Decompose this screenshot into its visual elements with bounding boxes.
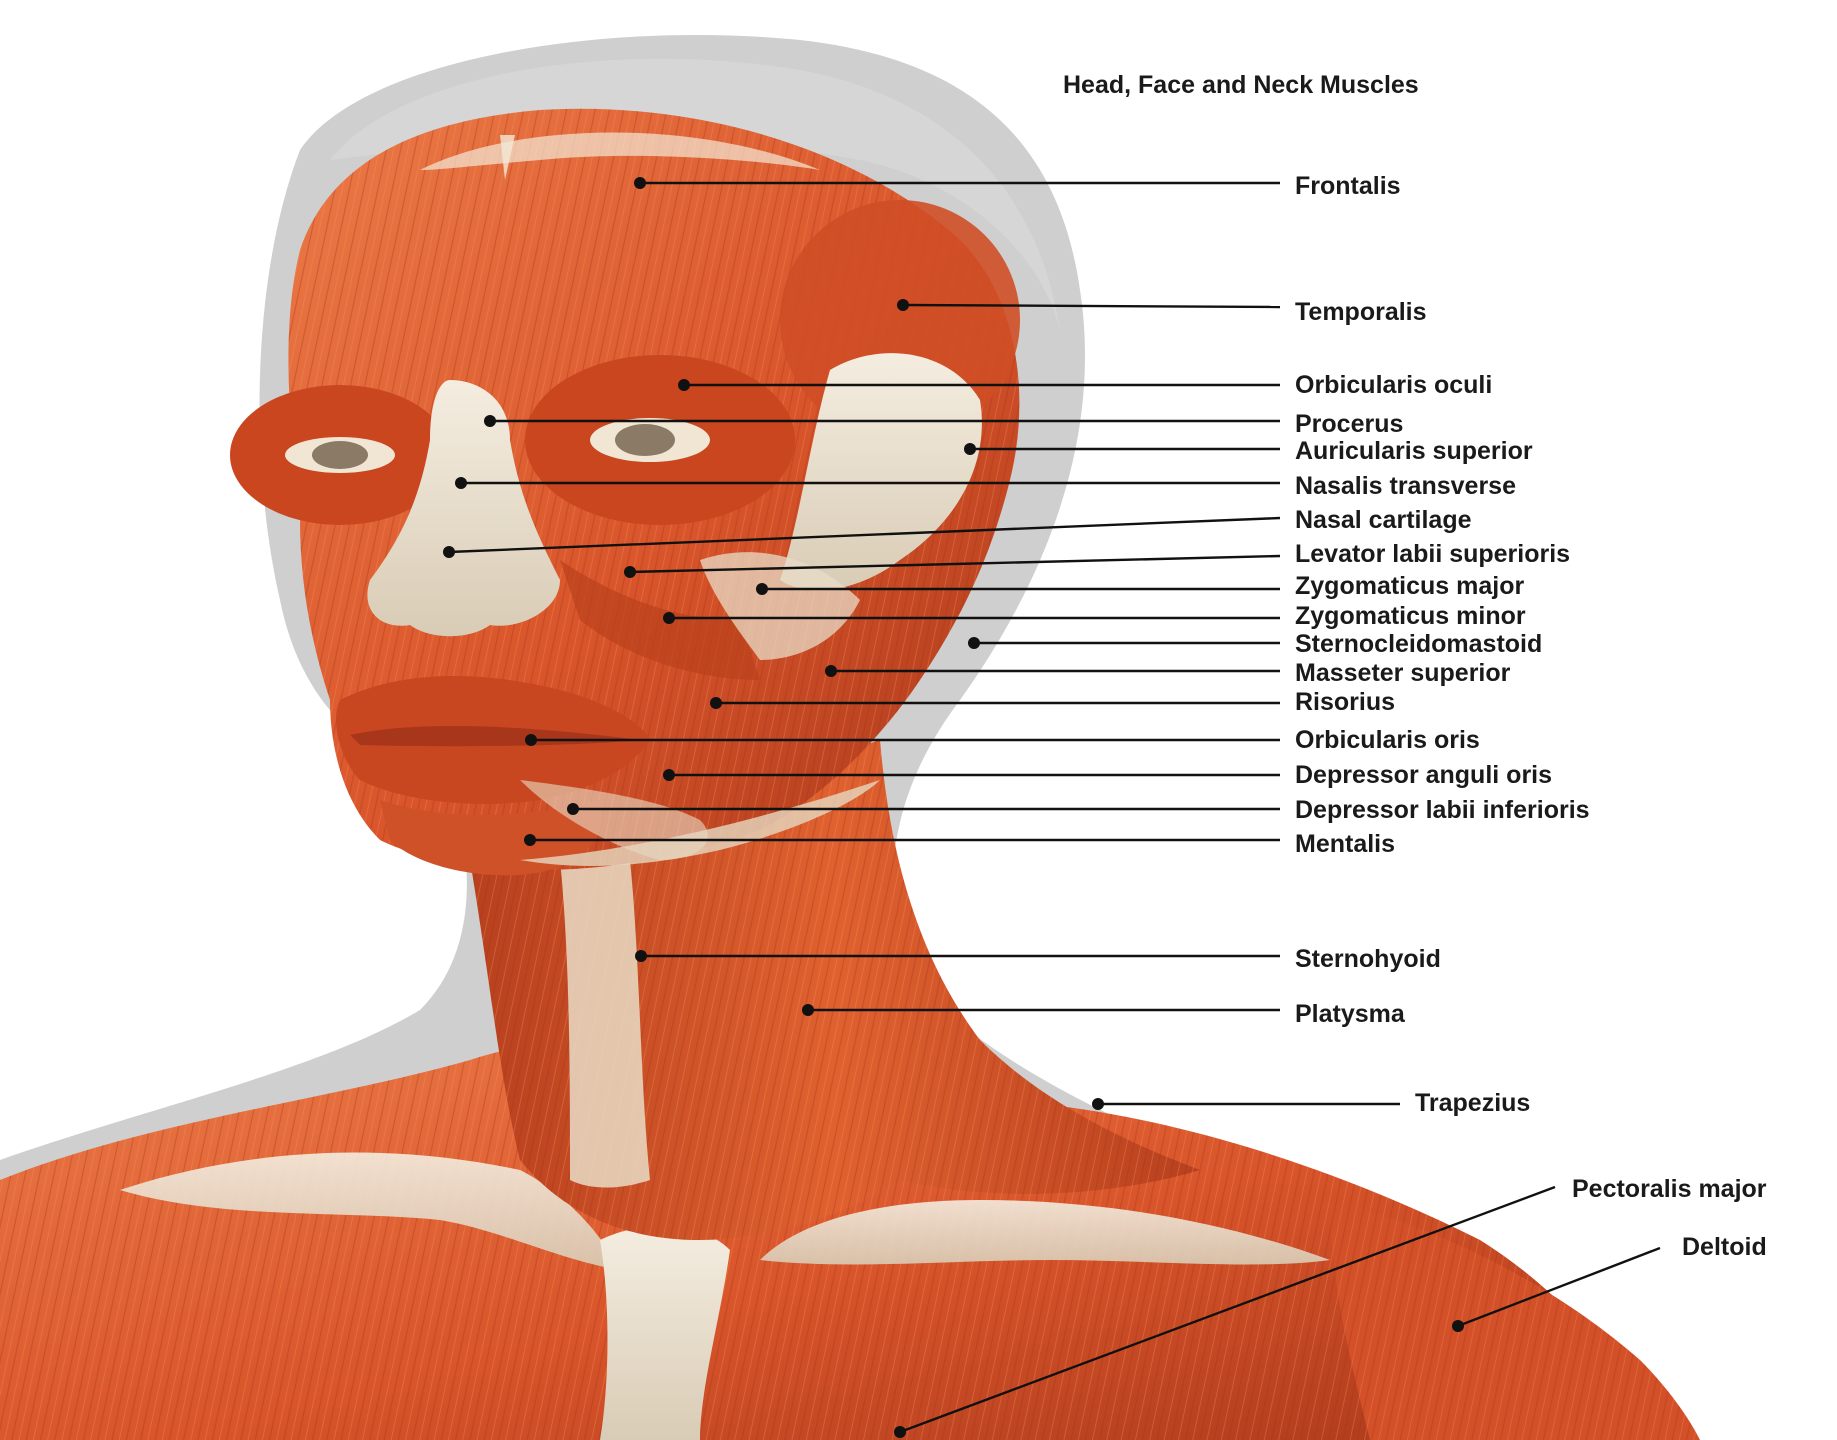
leader-dot-mentalis — [524, 834, 536, 846]
leader-dot-nasalis-transverse — [455, 477, 467, 489]
leader-dot-risorius — [710, 697, 722, 709]
leader-dot-pectoralis-major — [894, 1426, 906, 1438]
label-orbicularis-oris: Orbicularis oris — [1295, 726, 1480, 754]
label-trapezius: Trapezius — [1415, 1089, 1530, 1117]
label-depressor-anguli-oris: Depressor anguli oris — [1295, 761, 1552, 789]
leader-dot-sternohyoid — [635, 950, 647, 962]
label-nasalis-transverse: Nasalis transverse — [1295, 472, 1516, 500]
label-auricularis-superior: Auricularis superior — [1295, 437, 1533, 465]
leader-dot-trapezius — [1092, 1098, 1104, 1110]
label-orbicularis-oculi: Orbicularis oculi — [1295, 371, 1492, 399]
leader-dot-depressor-labii-inferioris — [567, 803, 579, 815]
label-levator-labii-superioris: Levator labii superioris — [1295, 540, 1570, 568]
leader-dot-masseter-superior — [825, 665, 837, 677]
leader-dot-frontalis — [634, 177, 646, 189]
label-depressor-labii-inferioris: Depressor labii inferioris — [1295, 796, 1590, 824]
leader-dot-sternocleidomastoid — [968, 637, 980, 649]
leader-dot-procerus — [484, 415, 496, 427]
diagram-title: Head, Face and Neck Muscles — [1063, 71, 1419, 99]
leader-dot-nasal-cartilage — [443, 546, 455, 558]
label-frontalis: Frontalis — [1295, 172, 1401, 200]
leader-dot-orbicularis-oris — [525, 734, 537, 746]
leader-dot-zygomaticus-minor — [663, 612, 675, 624]
leader-dot-orbicularis-oculi — [678, 379, 690, 391]
leader-dot-levator-labii-superioris — [624, 566, 636, 578]
label-mentalis: Mentalis — [1295, 830, 1395, 858]
label-zygomaticus-minor: Zygomaticus minor — [1295, 602, 1526, 630]
leader-dot-temporalis — [897, 299, 909, 311]
label-procerus: Procerus — [1295, 410, 1403, 438]
leader-dot-auricularis-superior — [964, 443, 976, 455]
label-risorius: Risorius — [1295, 688, 1395, 716]
leader-dot-depressor-anguli-oris — [663, 769, 675, 781]
label-list: Frontalis Temporalis Orbicularis oculi P… — [1295, 172, 1767, 1261]
label-masseter-superior: Masseter superior — [1295, 659, 1511, 687]
leader-dot-zygomaticus-major — [756, 583, 768, 595]
label-zygomaticus-major: Zygomaticus major — [1295, 572, 1524, 600]
label-nasal-cartilage: Nasal cartilage — [1295, 506, 1472, 534]
leader-dot-platysma — [802, 1004, 814, 1016]
label-sternocleidomastoid: Sternocleidomastoid — [1295, 630, 1542, 658]
label-pectoralis-major: Pectoralis major — [1572, 1175, 1767, 1203]
label-sternohyoid: Sternohyoid — [1295, 945, 1441, 973]
leader-dot-deltoid — [1452, 1320, 1464, 1332]
label-deltoid: Deltoid — [1682, 1233, 1767, 1261]
label-platysma: Platysma — [1295, 1000, 1406, 1028]
label-temporalis: Temporalis — [1295, 298, 1427, 326]
